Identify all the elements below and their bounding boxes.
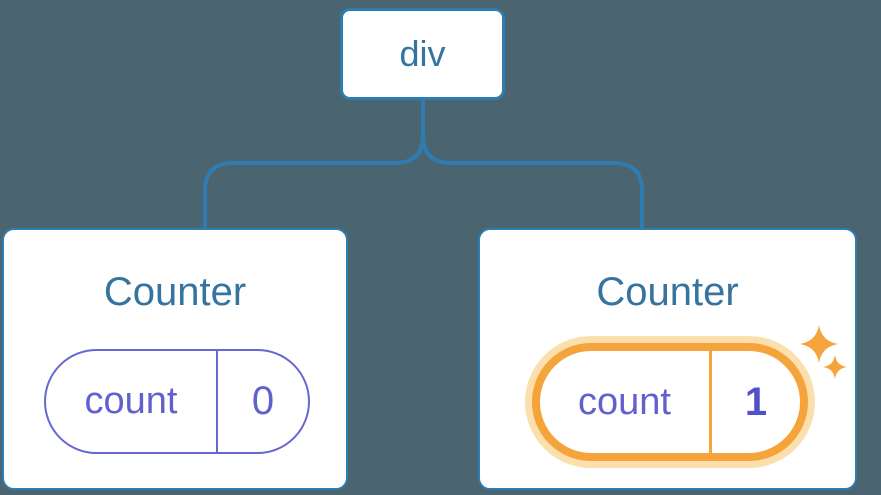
counter-card-right: Counter count 1 <box>478 228 857 490</box>
pill-divider <box>709 351 712 453</box>
counter-card-left: Counter count 0 <box>2 228 348 490</box>
counter-title: Counter <box>103 270 247 314</box>
counter-title: Counter <box>596 270 739 314</box>
state-value: 0 <box>251 379 275 423</box>
state-pill-highlighted: count 1 <box>532 343 808 461</box>
state-key-label: count <box>578 380 671 423</box>
sparkle-large <box>800 325 838 363</box>
sparkle-small <box>823 355 847 379</box>
state-pill: count 0 <box>44 349 310 454</box>
pill-divider <box>216 351 218 452</box>
connector-left-branch <box>203 96 425 232</box>
root-node-div: div <box>340 8 505 100</box>
state-value: 1 <box>744 379 768 424</box>
connector-right-branch <box>421 96 644 232</box>
state-key-label: count <box>84 380 178 422</box>
root-node-label: div <box>399 33 446 74</box>
sparkles-icon <box>800 325 847 379</box>
